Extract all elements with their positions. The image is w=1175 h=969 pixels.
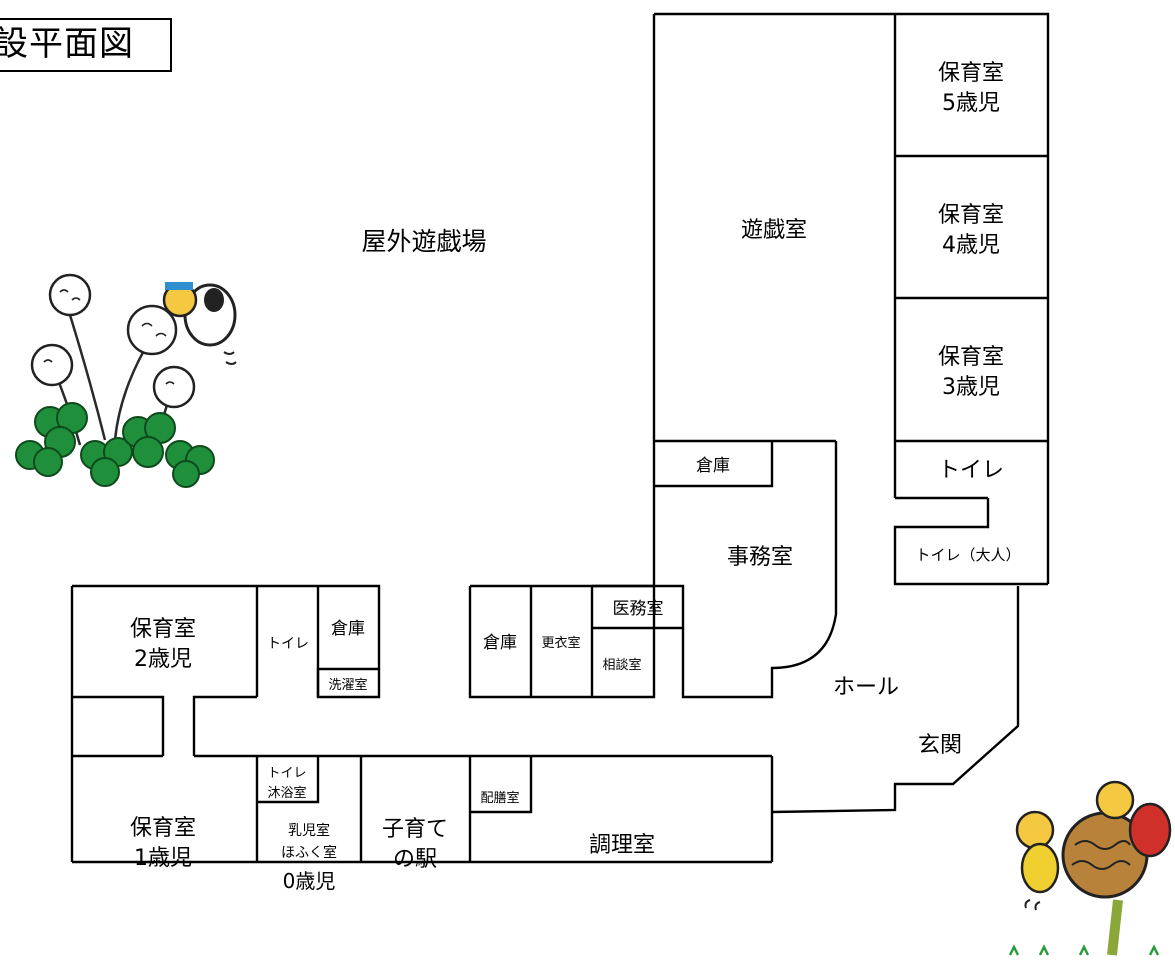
consult-label: 相談室: [602, 657, 641, 673]
storage-top-label: 倉庫: [696, 456, 730, 476]
toilet-left-label: トイレ: [267, 636, 309, 652]
storage-left-label: 倉庫: [331, 619, 365, 639]
ladybug-illustration: [1008, 780, 1172, 956]
page-title: 設平面図: [0, 18, 172, 72]
serving-label: 配膳室: [480, 790, 519, 806]
laundry-label: 洗濯室: [328, 677, 367, 693]
storage-mid-label: 倉庫: [483, 633, 517, 653]
entrance-label: 玄関: [918, 733, 962, 758]
office-label: 事務室: [727, 545, 793, 570]
hall-label: ホール: [833, 675, 899, 700]
changing-label: 更衣室: [541, 635, 580, 651]
medical-label: 医務室: [613, 599, 664, 619]
kitchen-label: 調理室: [589, 833, 655, 858]
playroom-label: 遊戯室: [741, 218, 807, 243]
outdoor-label: 屋外遊戯場: [361, 227, 486, 256]
clover-bee-illustration: [15, 273, 237, 488]
walls: [70, 12, 1050, 864]
station-label: 子育ての駅: [382, 817, 448, 872]
toilet-right-label: トイレ: [938, 458, 1004, 483]
toilet-adult-label: トイレ（大人）: [915, 546, 1020, 564]
toilet-bath-label: トイレ沐浴室: [267, 766, 306, 801]
